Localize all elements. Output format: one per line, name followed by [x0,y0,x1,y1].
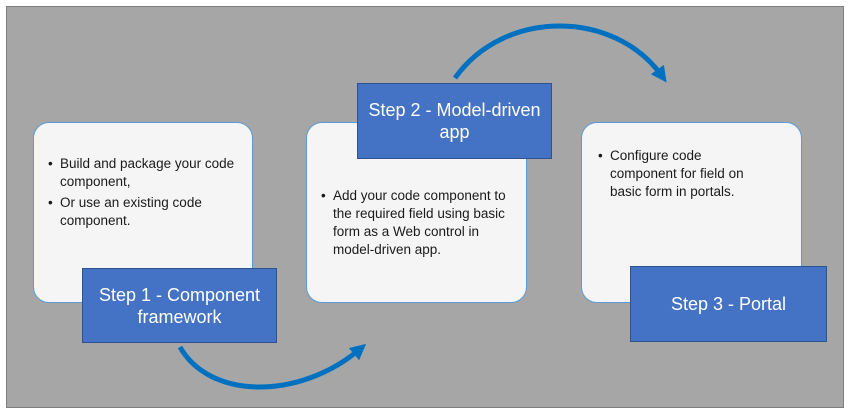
step-3-title: Step 3 - Portal [670,294,787,314]
step-2-title: Step 2 - Model-driven app [368,100,541,142]
step-3-bullet-1: Configure code component for field on ba… [598,147,768,201]
step-2-title-box: Step 2 - Model-driven app [357,83,552,159]
step-2-bullet-1: Add your code component to the required … [321,187,517,259]
step-1-title: Step 1 - Component framework [98,284,261,327]
step-3-title-box: Step 3 - Portal [630,266,827,342]
step-1-bullet-1: Build and package your code component, [48,155,244,191]
step-1-bullet-2: Or use an existing code component. [48,194,244,230]
step-1-title-box: Step 1 - Component framework [82,268,277,343]
